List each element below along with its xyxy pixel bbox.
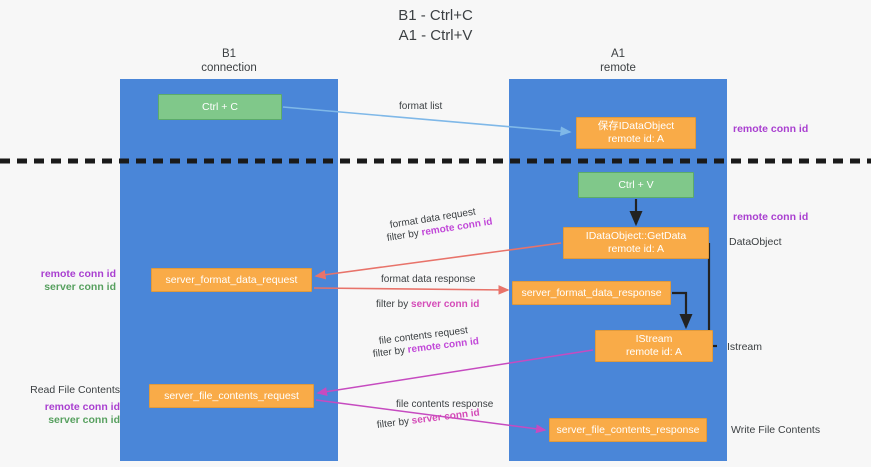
node-server-file-contents-response-label: server_file_contents_response: [556, 423, 700, 436]
node-istream-sub: remote id: A: [625, 346, 683, 358]
column-header-b1-name: B1: [221, 48, 237, 60]
edge-label-format-data-response-text: format data response: [381, 274, 476, 285]
node-idataobject-getdata-sub: remote id: A: [607, 243, 665, 255]
edge-filter-prefix-2: filter by: [376, 299, 412, 310]
annotation-left-remote-conn-id: remote conn id: [40, 268, 116, 280]
title-line-1: B1 - Ctrl+C: [398, 7, 473, 24]
annotation-read-file-contents: Read File Contents: [30, 384, 120, 396]
annotation-write-file-contents: Write File Contents: [731, 424, 821, 436]
annotation-remote-conn-id-mid: remote conn id: [733, 211, 809, 223]
edge-label-format-list: format list: [399, 100, 442, 113]
node-ctrl-c-label: Ctrl + C: [202, 100, 238, 113]
column-header-a1: A1 remote: [509, 47, 727, 75]
edge-filter-prefix-3: filter by: [372, 344, 409, 360]
edge-filter-key-server-conn-id: server conn id: [411, 299, 480, 310]
annotation-left-remote-conn-id-2: remote conn id: [44, 401, 120, 413]
node-server-file-contents-request-label: server_file_contents_request: [164, 389, 299, 402]
node-istream-label: IStream: [635, 333, 673, 345]
node-ctrl-v-label: Ctrl + V: [618, 178, 654, 191]
edge-filter-prefix-4: filter by: [376, 415, 413, 431]
node-idataobject-getdata-label: IDataObject::GetData: [585, 230, 687, 242]
edge-label-format-data-response: format data response: [381, 273, 476, 286]
node-server-file-contents-response[interactable]: server_file_contents_response: [549, 418, 707, 442]
annotation-left-server-conn-id-2: server conn id: [48, 414, 120, 426]
node-server-format-data-response-label: server_format_data_response: [521, 286, 662, 299]
edge-label-file-contents-response-text: file contents response: [396, 399, 494, 410]
edge-filter-format-data-response: filter by server conn id: [376, 298, 479, 311]
node-server-file-contents-request[interactable]: server_file_contents_request: [149, 384, 314, 408]
column-header-b1: B1 connection: [120, 47, 338, 75]
column-header-a1-name: A1: [610, 48, 626, 60]
arrow-format-data-response: [313, 285, 510, 295]
node-server-format-data-request[interactable]: server_format_data_request: [151, 268, 312, 292]
annotation-dataobject: DataObject: [729, 236, 782, 248]
diagram-title: B1 - Ctrl+C A1 - Ctrl+V: [0, 6, 871, 46]
annotation-istream: Istream: [727, 341, 763, 353]
node-save-idataobject-sub: remote id: A: [607, 133, 665, 145]
node-ctrl-c[interactable]: Ctrl + C: [158, 94, 282, 120]
node-ctrl-v[interactable]: Ctrl + V: [578, 172, 694, 198]
node-server-format-data-response[interactable]: server_format_data_response: [512, 281, 671, 305]
node-save-idataobject[interactable]: 保存IDataObject remote id: A: [576, 117, 696, 149]
node-save-idataobject-label: 保存IDataObject: [597, 120, 675, 132]
annotation-left-server-conn-id: server conn id: [44, 281, 116, 293]
edge-label-file-contents-response: file contents response: [396, 398, 493, 411]
edge-label-format-list-text: format list: [399, 101, 443, 112]
column-header-b1-role: connection: [201, 62, 257, 74]
annotation-left-read-block: Read File Contents remote conn id server…: [0, 384, 120, 427]
column-header-a1-role: remote: [600, 62, 636, 74]
annotation-left-conn-ids: remote conn id server conn id: [0, 268, 116, 294]
node-server-format-data-request-label: server_format_data_request: [165, 273, 298, 286]
node-idataobject-getdata[interactable]: IDataObject::GetData remote id: A: [563, 227, 709, 259]
title-line-2: A1 - Ctrl+V: [398, 27, 473, 44]
node-istream[interactable]: IStream remote id: A: [595, 330, 713, 362]
annotation-remote-conn-id-top: remote conn id: [733, 123, 809, 135]
